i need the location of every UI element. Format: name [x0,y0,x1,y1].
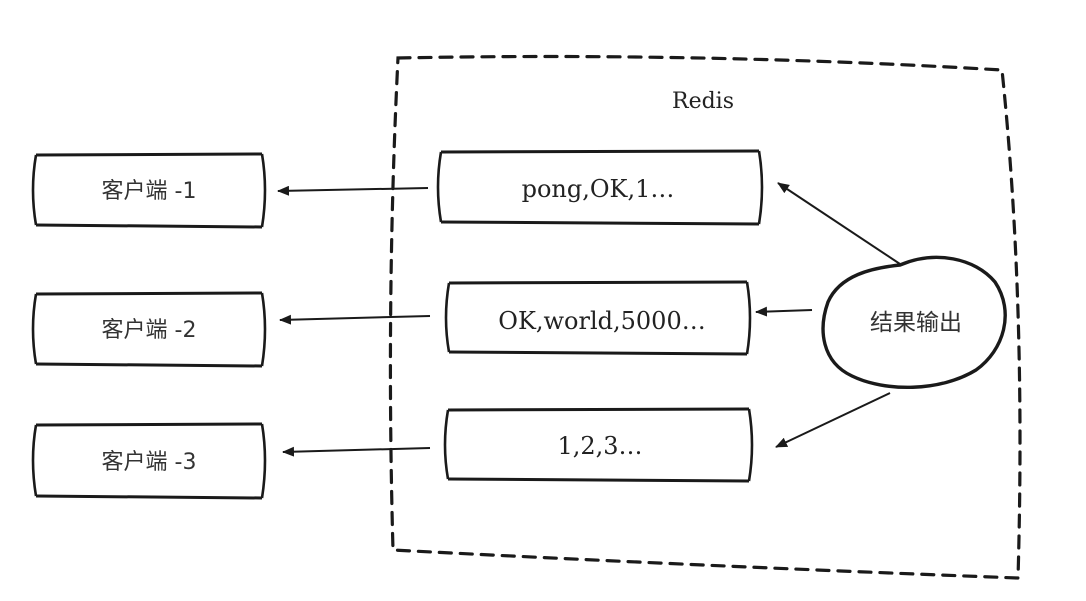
result-output-cloud: 结果输出 [821,255,1007,389]
arrow-result-to-buffer2 [755,306,813,317]
output-buffer-text-1: pong,OK,1… [522,175,675,203]
output-buffer-box-2: OK,world,5000… [444,280,752,356]
output-buffer-text-2: OK,world,5000… [498,307,705,335]
arrow-buffer2-to-client2 [279,314,431,325]
client-label-3: 客户端 -3 [102,450,197,475]
result-output-label: 结果输出 [870,310,962,336]
output-buffer-box-3: 1,2,3… [443,407,754,483]
output-buffer-text-3: 1,2,3… [557,432,642,460]
redis-boundary [388,54,1022,580]
arrow-buffer1-to-client1 [277,185,429,196]
client-label-2: 客户端 -2 [102,318,197,343]
client-box-3: 客户端 -3 [31,422,267,500]
redis-label: Redis [672,89,734,114]
client-box-1: 客户端 -1 [31,152,267,229]
client-box-2: 客户端 -2 [31,291,267,368]
client-label-1: 客户端 -1 [102,179,197,204]
output-buffer-box-1: pong,OK,1… [436,149,764,226]
arrow-buffer3-to-client3 [282,446,431,457]
arrow-result-to-buffer1 [777,182,901,265]
arrow-result-to-buffer3 [775,392,891,448]
